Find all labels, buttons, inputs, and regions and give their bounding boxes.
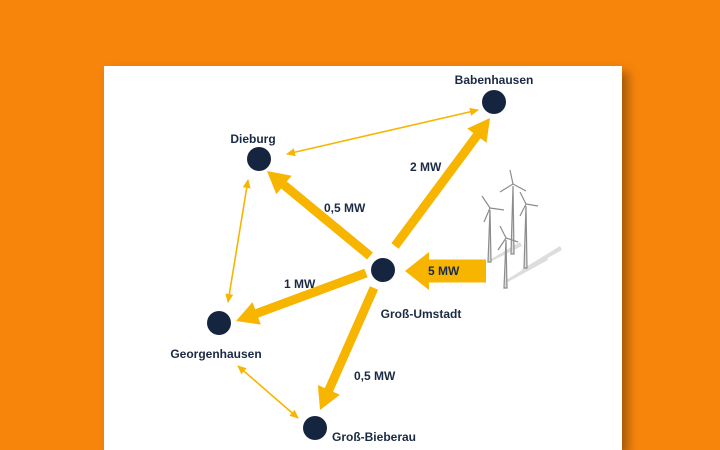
link-dieburg-georgenhausen xyxy=(225,179,251,303)
arrow-to-babenhausen xyxy=(391,118,490,249)
link-dieburg-babenhausen xyxy=(286,107,479,157)
node-babenhausen xyxy=(482,90,506,114)
node-gross-bieberau xyxy=(303,416,327,440)
flow-arrows xyxy=(236,118,490,410)
flow-label-babenhausen: 2 MW xyxy=(410,160,442,174)
label-georgenhausen: Georgenhausen xyxy=(170,347,261,361)
link-georgenhausen-grossbieberau xyxy=(237,365,299,419)
flow-label-dieburg: 0,5 MW xyxy=(324,201,366,215)
node-dieburg xyxy=(247,147,271,171)
arrow-to-dieburg xyxy=(267,171,373,260)
node-georgenhausen xyxy=(207,311,231,335)
label-babenhausen: Babenhausen xyxy=(455,73,534,87)
label-dieburg: Dieburg xyxy=(230,132,275,146)
flow-label-gross-bieberau: 0,5 MW xyxy=(354,369,396,383)
label-gross-umstadt: Groß-Umstadt xyxy=(381,307,462,321)
label-gross-bieberau: Groß-Bieberau xyxy=(332,430,416,444)
inflow-label: 5 MW xyxy=(428,264,460,278)
inflow-arrow xyxy=(405,252,486,290)
node-gross-umstadt xyxy=(371,258,395,282)
wind-turbines-icon xyxy=(481,169,562,289)
flow-label-georgenhausen: 1 MW xyxy=(284,277,316,291)
arrow-to-georgenhausen xyxy=(236,268,368,325)
arrow-to-gross-bieberau xyxy=(317,286,379,410)
